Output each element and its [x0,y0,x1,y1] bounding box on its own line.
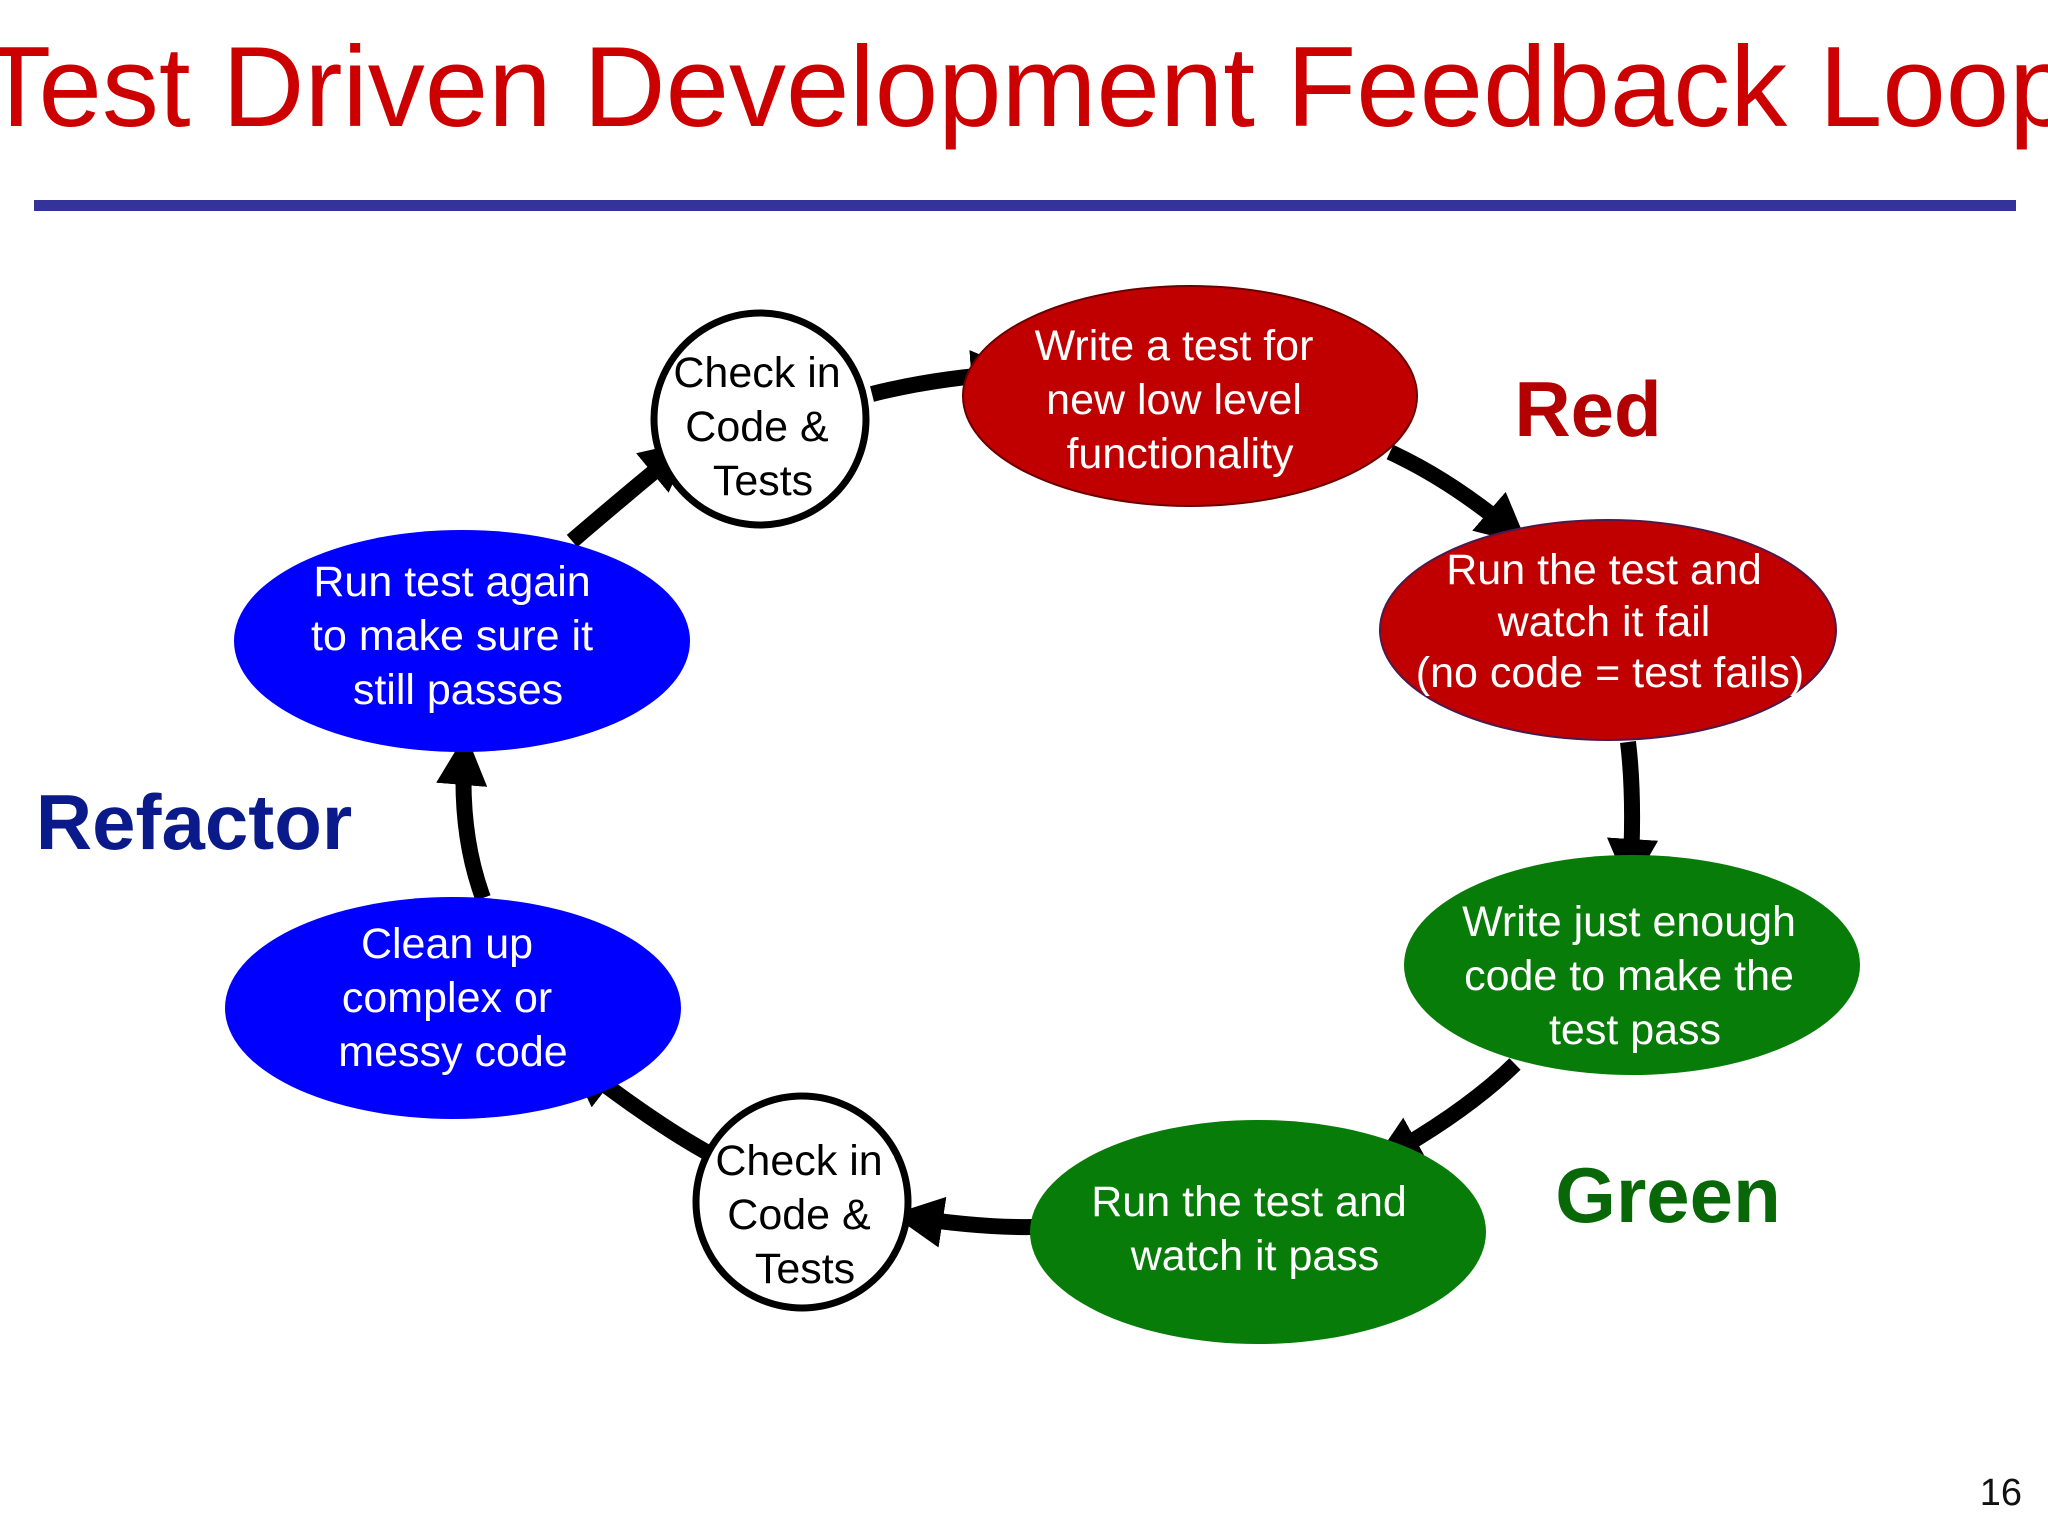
svg-text:Clean up complex or: Clean up complex or messy code [338,920,567,1076]
title-underline [34,200,2016,211]
arrow-cleanup-to-runagain [436,733,491,901]
svg-text:Check in Code &: Check in Code & Tests [715,1137,894,1293]
page-number: 16 [1980,1472,2022,1514]
phase-label-red: Red [1514,365,1661,453]
svg-text:Run the test and watch: Run the test and watch it fail (no code … [1416,546,1804,697]
svg-text:Check in Code &: Check in Code & Tests [673,349,852,505]
node-write-code-line-1: Write just enough [1462,898,1796,946]
svg-text:Write just enough code: Write just enough code to make the test … [1462,898,1808,1054]
node-run-pass: Run the test and watch it pass [1030,1120,1486,1344]
node-cleanup-line-3: messy code [338,1028,567,1076]
node-run-fail-line-3: (no code = test fails) [1416,649,1804,697]
node-checkin-bottom-line-3: Tests [755,1245,855,1293]
node-cleanup-line-2: complex or [342,974,552,1022]
page-title: Test Driven Development Feedback Loop [0,24,2048,151]
node-checkin-top-line-3: Tests [713,457,813,505]
node-write-test: Write a test for new low level functiona… [962,285,1418,507]
arrow-runpass-to-checkin [891,1196,1034,1248]
node-write-test-line-3: functionality [1066,430,1294,478]
node-checkin-top: Check in Code & Tests [650,309,870,529]
node-checkin-bottom-line-2: Code & [727,1191,871,1239]
node-checkin-bottom: Check in Code & Tests [692,1092,912,1312]
node-run-pass-line-2: watch it pass [1130,1232,1380,1280]
svg-text:Run the test and watch: Run the test and watch it pass [1091,1178,1419,1280]
node-run-fail-line-1: Run the test and [1446,546,1762,594]
node-run-again-line-2: to make sure it [311,612,593,660]
node-checkin-bottom-line-1: Check in [715,1137,882,1185]
svg-text:Run test again to make: Run test again to make sure it still pas… [311,558,605,714]
node-write-code-line-3: test pass [1549,1006,1721,1054]
svg-text:Write a test for new l: Write a test for new low level functiona… [1035,322,1326,478]
node-run-again: Run test again to make sure it still pas… [234,530,690,752]
node-run-pass-line-1: Run the test and [1091,1178,1407,1226]
node-run-fail-line-2: watch it fail [1497,598,1711,646]
node-run-fail: Run the test and watch it fail (no code … [1379,519,1837,741]
node-write-test-line-1: Write a test for [1035,322,1314,370]
arrow-writetest-to-runfail [1386,444,1528,545]
node-write-test-line-2: new low level [1046,376,1302,424]
node-write-code-line-2: code to make the [1464,952,1794,1000]
node-run-again-line-1: Run test again [313,558,590,606]
node-checkin-top-line-1: Check in [673,349,840,397]
node-write-code: Write just enough code to make the test … [1404,855,1860,1075]
node-cleanup: Clean up complex or messy code [225,897,681,1119]
node-cleanup-line-1: Clean up [361,920,533,968]
phase-label-refactor: Refactor [36,778,352,866]
phase-label-green: Green [1555,1151,1780,1239]
node-run-again-line-3: still passes [353,666,563,714]
node-checkin-top-line-2: Code & [685,403,829,451]
